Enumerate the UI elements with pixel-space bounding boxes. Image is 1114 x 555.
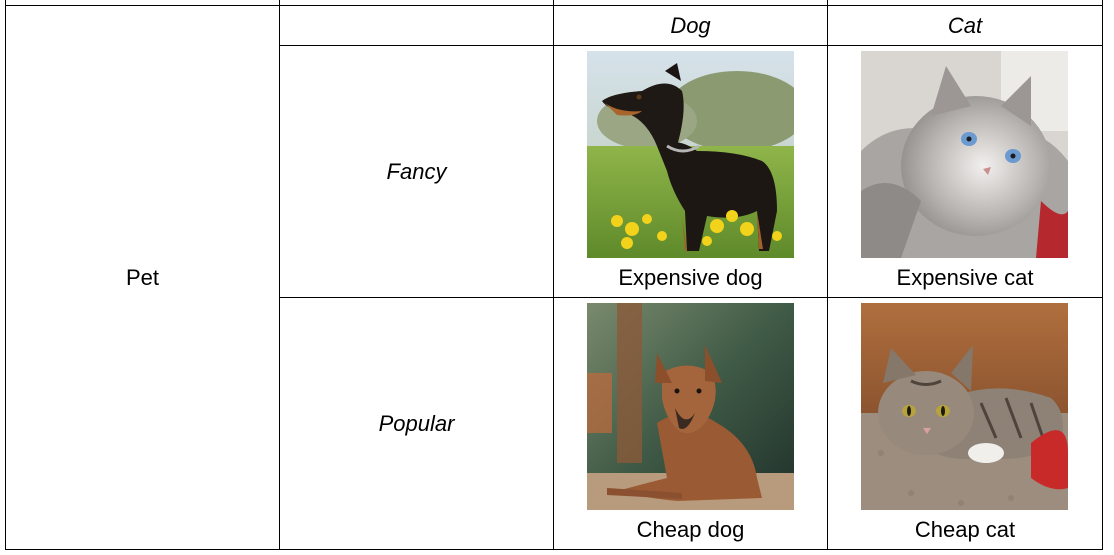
caption-expensive-cat: Expensive cat [896, 265, 1034, 290]
doberman-photo [587, 51, 794, 258]
table-divider-col1 [279, 0, 280, 550]
row-group-fancy: Fancy [386, 159, 447, 184]
row-header-pet: Pet [125, 265, 160, 290]
caption-expensive-dog: Expensive dog [618, 265, 763, 290]
row-group-popular: Popular [378, 411, 455, 436]
table-border-bottom [5, 549, 1103, 550]
column-header-cat: Cat [947, 13, 983, 38]
table-divider-col3 [827, 0, 828, 550]
fluffy-gray-cat-photo [861, 51, 1068, 258]
brown-mixed-dog-photo [587, 303, 794, 510]
table-divider-col2 [553, 0, 554, 550]
table-border-top [5, 5, 1103, 6]
tabby-cat-photo [861, 303, 1068, 510]
column-header-dog: Dog [670, 13, 711, 38]
table-border-right [1102, 0, 1103, 550]
table-border-left [5, 0, 6, 550]
table-divider-header [279, 45, 1103, 46]
caption-cheap-dog: Cheap dog [636, 517, 745, 542]
caption-cheap-cat: Cheap cat [914, 517, 1016, 542]
table-divider-middle [279, 297, 1103, 298]
